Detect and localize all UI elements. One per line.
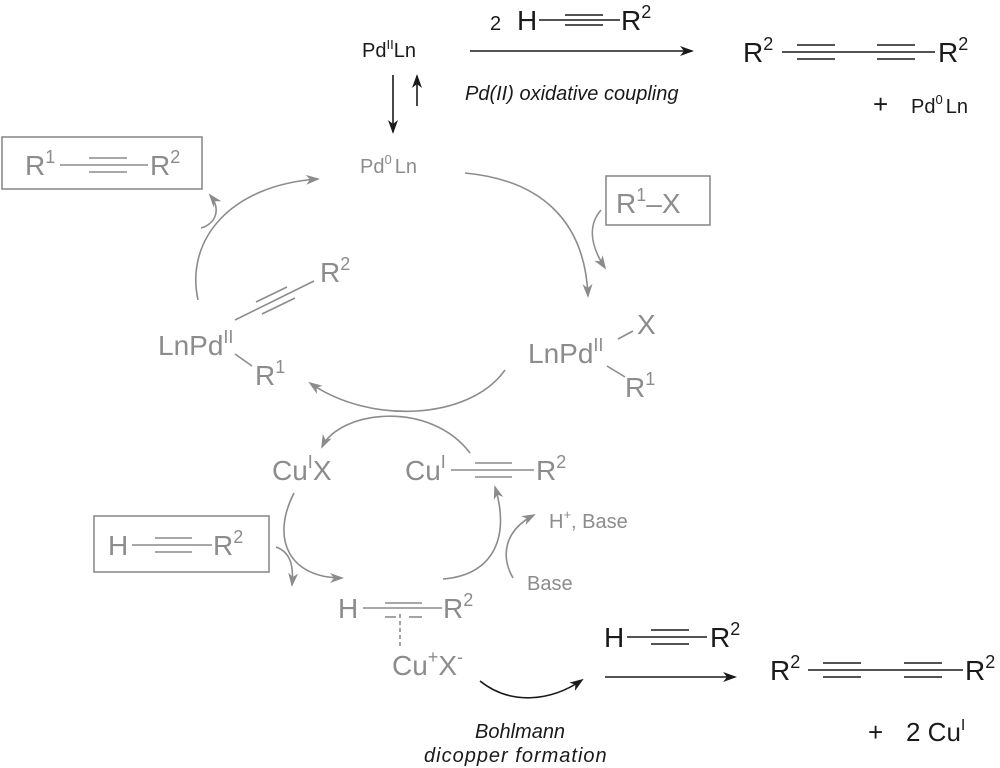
transmetalation-arrow (308, 369, 506, 413)
aryl-halide-box: R1–X (605, 175, 711, 226)
substrate-entry-arrow (591, 209, 607, 270)
top-reagent-alkyne: 2 H R2 (490, 2, 651, 36)
pd2-sup: II (386, 37, 393, 52)
reagent-r: R (621, 5, 641, 36)
pd2-tail: Ln (394, 40, 416, 62)
svg-text:R2: R2 (965, 652, 995, 686)
h-base-label: H+, Base (549, 507, 628, 533)
svg-text:CuI: CuI (405, 452, 446, 486)
bond (234, 280, 315, 321)
copper-halide: CuIX (272, 452, 332, 486)
bond (606, 365, 626, 378)
bottom-byproduct-cu: + 2 CuI (868, 717, 965, 747)
svg-text:R1: R1 (255, 357, 285, 391)
reagent-coef: 2 (490, 13, 501, 35)
svg-text:H: H (338, 593, 358, 624)
bohlmann-arrow (479, 678, 584, 699)
bottom-diyne-product: R2 R2 (770, 652, 995, 686)
oxidative-coupling-label: Pd(II) oxidative coupling (465, 83, 678, 105)
svg-text:R2: R2 (710, 619, 740, 653)
svg-text:R2: R2 (443, 590, 473, 624)
bohlmann-label-1: Bohlmann (475, 721, 565, 743)
pd-halide-complex: LnPdII X R1 (528, 309, 656, 403)
svg-text:R2: R2 (938, 34, 968, 68)
svg-text:R2: R2 (770, 652, 800, 686)
pd-alkynyl-complex: LnPdII R2 R1 (158, 254, 350, 391)
svg-text:LnPdII: LnPdII (158, 327, 233, 361)
plus-sign: + (873, 89, 888, 119)
copper-acetylide: CuI R2 (405, 452, 566, 486)
terminal-alkyne-box: H R2 (93, 515, 270, 573)
bond (234, 353, 253, 367)
svg-text:+: + (868, 717, 883, 747)
svg-text:R2: R2 (150, 147, 180, 181)
copper-pi-complex: H R2 Cu+X- (338, 590, 473, 681)
product-release-arrow (200, 193, 222, 229)
svg-text:R1: R1 (25, 147, 55, 181)
svg-text:R2: R2 (536, 452, 566, 486)
bohlmann-label-2: dicopper formation (424, 745, 608, 767)
svg-text:LnPdII: LnPdII (528, 335, 603, 369)
svg-text:H: H (108, 530, 128, 561)
svg-text:Cu+X-: Cu+X- (392, 647, 463, 681)
svg-text:R2: R2 (743, 34, 773, 68)
pd2-main: Pd (362, 40, 386, 62)
top-diyne-product: R2 R2 (743, 34, 968, 68)
svg-text:R1–X: R1–X (616, 185, 681, 219)
svg-text:R1: R1 (625, 369, 655, 403)
pi-complexation-arrow (283, 492, 344, 583)
bond (261, 297, 296, 315)
svg-text:R2: R2 (213, 527, 243, 561)
svg-text:PdIILn: PdIILn (362, 37, 416, 62)
oxidative-addition-arrow (464, 172, 593, 298)
bottom-reagent-alkyne: H R2 (604, 619, 740, 653)
svg-text:CuIX: CuIX (272, 452, 332, 486)
svg-text:2 CuI: 2 CuI (906, 717, 965, 747)
coupled-product-box: R1 R2 (1, 136, 203, 190)
pd2-ln-species: PdIILn (362, 37, 416, 62)
svg-text:R2: R2 (621, 2, 651, 36)
reductive-elimination-arrow (195, 174, 320, 301)
svg-text:X: X (637, 309, 656, 340)
cu-regeneration-arrow (321, 415, 471, 454)
svg-text:H: H (604, 622, 624, 653)
bond (255, 286, 288, 303)
bond (617, 330, 634, 340)
base-arrow (505, 514, 536, 579)
base-label: Base (527, 573, 573, 595)
svg-text:R2: R2 (320, 254, 350, 288)
alkyne-entry-arrow (275, 546, 299, 587)
deprotonation-arrow (442, 485, 504, 580)
reagent-h: H (517, 5, 537, 36)
reagent-r-sup: 2 (641, 2, 651, 22)
